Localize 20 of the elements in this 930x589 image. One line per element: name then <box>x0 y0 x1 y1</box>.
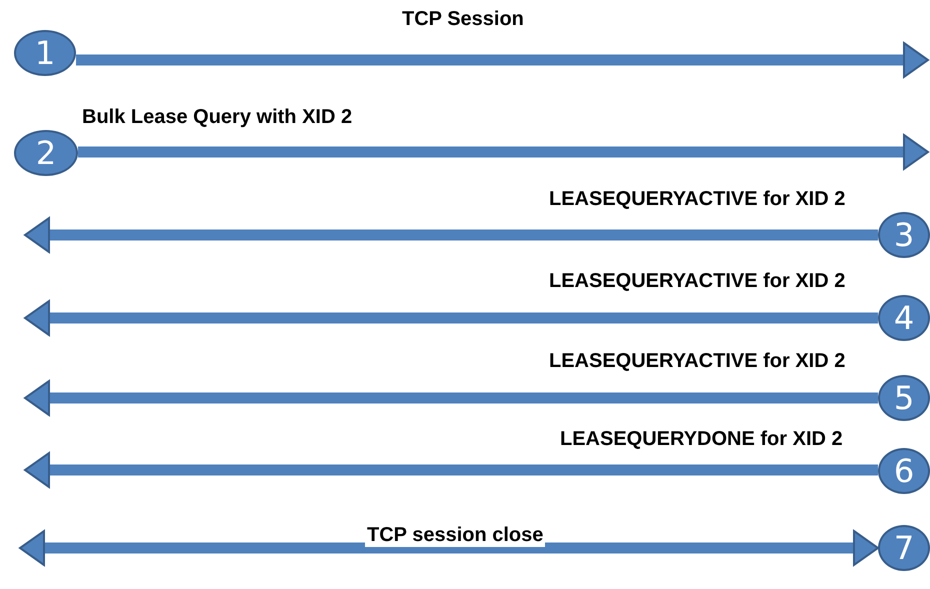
edge-label: LEASEQUERYACTIVE for XID 2 <box>547 350 848 373</box>
arrow <box>24 300 878 336</box>
number-circle: 1 <box>14 30 76 76</box>
arrow <box>76 42 929 78</box>
number-circle: 5 <box>878 375 930 421</box>
arrow <box>24 217 878 253</box>
edge-label: TCP session close <box>365 524 546 547</box>
number-circle: 6 <box>878 448 930 494</box>
edge-label: LEASEQUERYACTIVE for XID 2 <box>547 188 848 211</box>
edge-label: Bulk Lease Query with XID 2 <box>80 106 354 129</box>
edge-label: LEASEQUERYACTIVE for XID 2 <box>547 270 848 293</box>
arrow <box>19 530 879 566</box>
number-circle: 3 <box>878 212 930 258</box>
arrow <box>24 380 878 416</box>
edge-label: LEASEQUERYDONE for XID 2 <box>558 428 845 451</box>
arrow <box>78 134 929 170</box>
number-circle: 2 <box>14 130 78 176</box>
number-circle: 7 <box>878 525 930 571</box>
number-circle: 4 <box>878 295 930 341</box>
arrow <box>24 452 878 488</box>
